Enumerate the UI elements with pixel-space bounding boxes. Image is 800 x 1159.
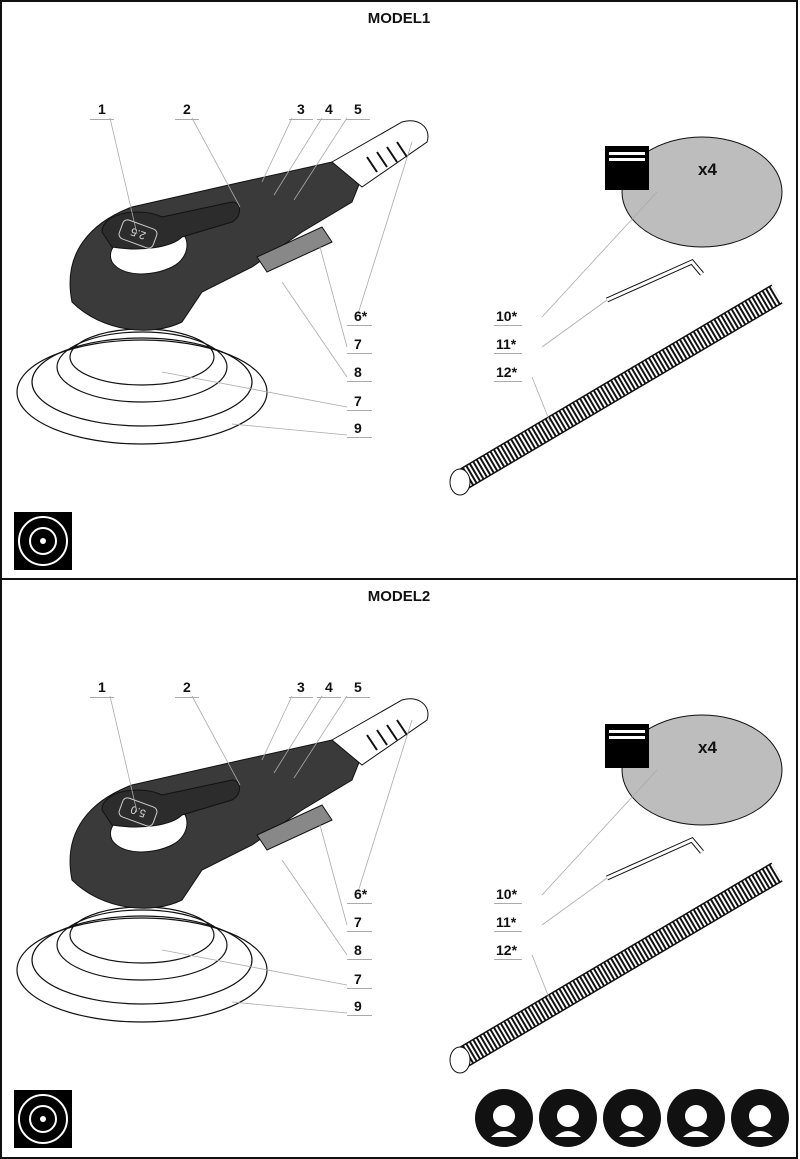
pad-quantity-label: x4 (698, 160, 717, 179)
dust-mask-icon (667, 1089, 725, 1147)
callout-right-2: 8 (354, 942, 362, 958)
callout-3: 3 (297, 679, 305, 695)
callout-accessory-1: 11* (496, 336, 517, 352)
model1-panel: MODEL1 2.5 (0, 0, 798, 580)
sander-body (69, 161, 363, 331)
callout-right-4: 9 (354, 420, 362, 436)
model-title: MODEL2 (367, 588, 431, 605)
speed-display: 5.0 (129, 803, 147, 820)
callout-right-0: 6* (354, 308, 368, 324)
callout-right-3: 7 (354, 393, 362, 409)
sanding-pad (16, 906, 268, 1023)
sander-illustration: 2.5 (16, 117, 783, 496)
callout-1: 1 (98, 679, 106, 695)
leader-lines (109, 117, 658, 436)
ear-protection-icon (603, 1089, 661, 1147)
sanding-pad-icon (14, 512, 72, 570)
callout-right-1: 7 (354, 336, 362, 352)
callout-accessory-2: 12* (496, 942, 518, 958)
callout-right-1: 7 (354, 914, 362, 930)
model2-panel: MODEL2 5.0 (0, 578, 798, 1159)
callout-4: 4 (325, 101, 333, 117)
callout-accessory-1: 11* (496, 914, 517, 930)
sanding-pad (16, 328, 268, 445)
callout-3: 3 (297, 101, 305, 117)
leader-lines (109, 695, 658, 1014)
sanding-pad-icon (14, 1090, 72, 1148)
callout-5: 5 (354, 679, 362, 695)
callout-right-2: 8 (354, 364, 362, 380)
sander-body (69, 739, 363, 909)
read-manual-icon (475, 1089, 533, 1147)
abrasive-sheet-icon (605, 146, 649, 190)
abrasive-sheet-icon (605, 724, 649, 768)
pad-quantity-label: x4 (698, 738, 717, 757)
unplug-icon (731, 1089, 789, 1147)
callout-2: 2 (183, 679, 191, 695)
callout-right-4: 9 (354, 998, 362, 1014)
callout-2: 2 (183, 101, 191, 117)
callout-right-0: 6* (354, 886, 368, 902)
abrasive-disc (621, 136, 783, 248)
callout-5: 5 (354, 101, 362, 117)
callout-right-3: 7 (354, 971, 362, 987)
sander-illustration: 5.0 (16, 695, 783, 1074)
speed-display: 2.5 (129, 225, 147, 242)
callout-accessory-0: 10* (496, 308, 518, 324)
abrasive-disc (621, 714, 783, 826)
callout-1: 1 (98, 101, 106, 117)
callout-accessory-2: 12* (496, 364, 518, 380)
eye-protection-icon (539, 1089, 597, 1147)
callout-4: 4 (325, 679, 333, 695)
model-title: MODEL1 (367, 10, 431, 27)
callout-accessory-0: 10* (496, 886, 518, 902)
